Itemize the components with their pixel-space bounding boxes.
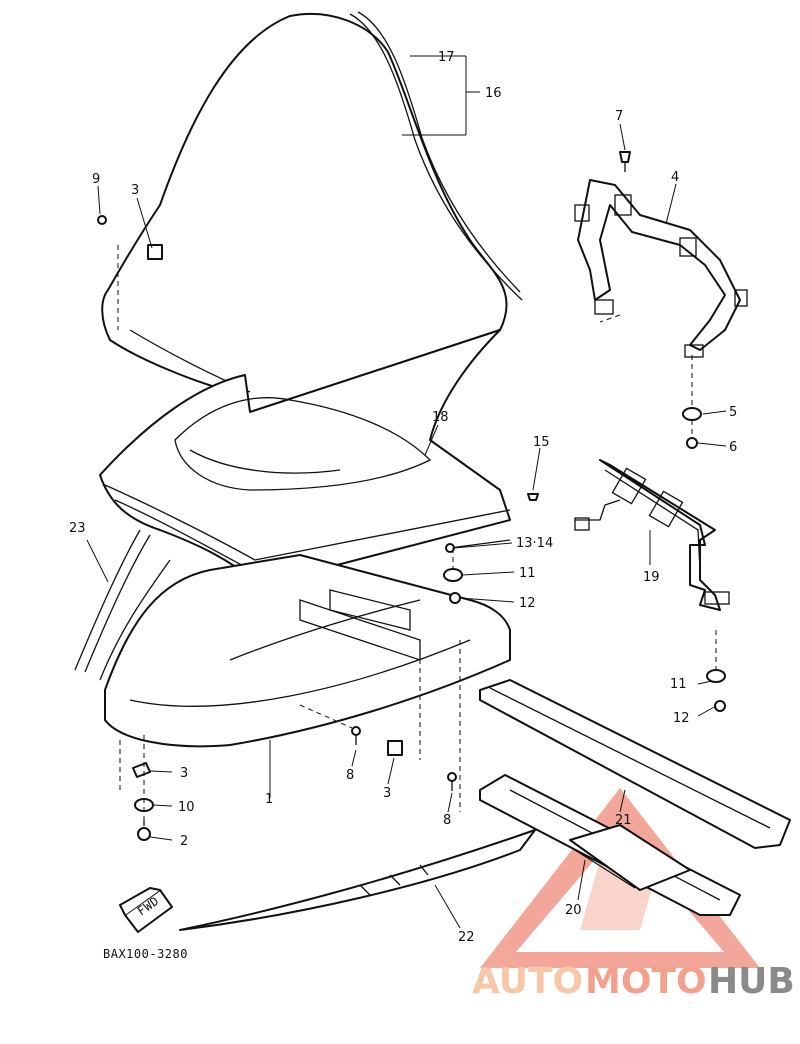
skid-strip bbox=[179, 829, 536, 931]
callout-22: 22 bbox=[458, 930, 475, 945]
hardware bbox=[97, 151, 726, 841]
callout-17: 17 bbox=[438, 50, 455, 65]
headlight-bracket bbox=[574, 179, 748, 358]
callout-3-low: 3 bbox=[180, 766, 188, 781]
diagram-code: BAX100-3280 bbox=[103, 947, 188, 961]
callout-12-lower: 12 bbox=[673, 711, 690, 726]
callout-23: 23 bbox=[69, 521, 86, 536]
callout-1: 1 bbox=[265, 792, 273, 807]
watermark-moto: MOTO bbox=[585, 961, 707, 1002]
callout-8-left: 8 bbox=[346, 768, 354, 783]
callout-7: 7 bbox=[615, 109, 623, 124]
callout-12-upper: 12 bbox=[519, 596, 536, 611]
windshield bbox=[101, 11, 523, 413]
callout-3-mid: 3 bbox=[383, 786, 391, 801]
hood bbox=[99, 329, 511, 586]
watermark-auto: AUTO bbox=[472, 961, 583, 1002]
lower-cowl bbox=[104, 554, 511, 748]
watermark-hub: HUB bbox=[708, 961, 795, 1002]
callout-6: 6 bbox=[729, 440, 737, 455]
mount-bracket bbox=[574, 459, 730, 611]
callout-4: 4 bbox=[671, 170, 679, 185]
callout-2: 2 bbox=[180, 834, 188, 849]
step-plate bbox=[569, 824, 691, 891]
callout-10: 10 bbox=[178, 800, 195, 815]
callout-3-top: 3 bbox=[131, 183, 139, 198]
callout-9: 9 bbox=[92, 172, 100, 187]
callout-8-right: 8 bbox=[443, 813, 451, 828]
callouts: 17 16 9 3 7 4 5 6 18 15 13·14 11 12 19 1… bbox=[69, 50, 737, 945]
fwd-arrow-marker: FWD bbox=[119, 887, 173, 933]
callout-19: 19 bbox=[643, 570, 660, 585]
callout-18: 18 bbox=[432, 410, 449, 425]
callout-16: 16 bbox=[485, 86, 502, 101]
leader-lines bbox=[86, 55, 727, 929]
callout-11-upper: 11 bbox=[519, 566, 536, 581]
callout-13-14: 13·14 bbox=[516, 536, 553, 551]
callout-5: 5 bbox=[729, 405, 737, 420]
callout-11-lower: 11 bbox=[670, 677, 687, 692]
side-panel bbox=[74, 529, 171, 681]
callout-15: 15 bbox=[533, 435, 550, 450]
callout-20: 20 bbox=[565, 903, 582, 918]
watermark-text: AUTO MOTO HUB bbox=[472, 961, 795, 1002]
callout-21: 21 bbox=[615, 813, 632, 828]
assembly-lines bbox=[119, 314, 717, 826]
